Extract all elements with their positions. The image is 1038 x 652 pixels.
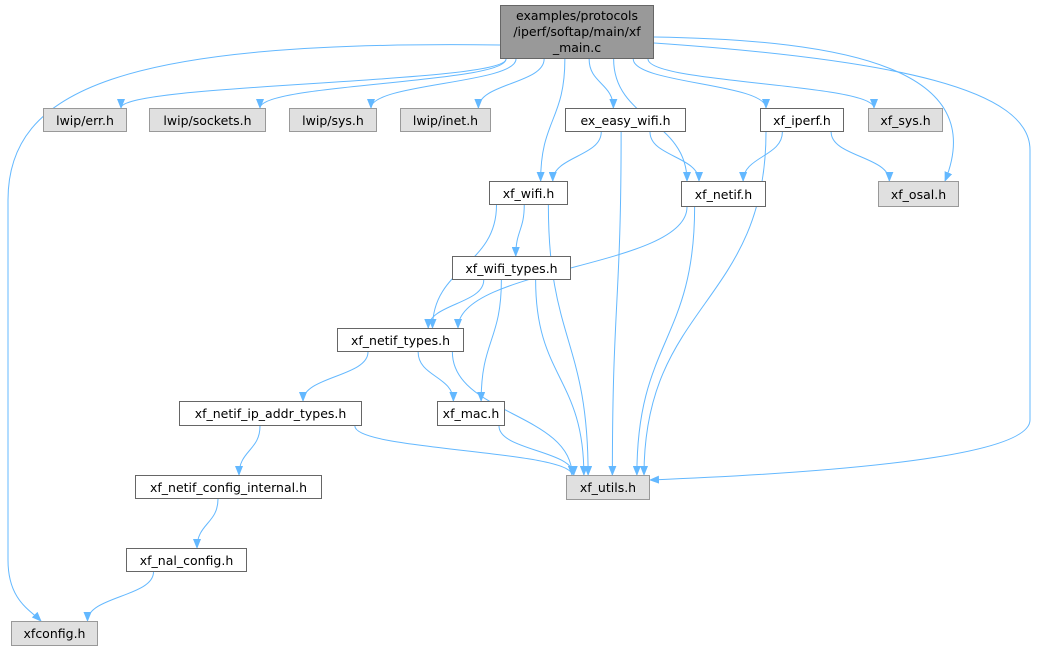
edge-xf-mac-to-xf-utils <box>498 425 578 476</box>
edge-xf-netif-types-to-xf-mac <box>417 351 458 402</box>
edge-xf-netif-to-xf-netif-types <box>454 206 688 329</box>
edge-root-to-xfconfig <box>7 44 501 622</box>
edge-xf-iperf-to-xf-osal <box>830 131 894 182</box>
edge-root-to-xf-osal <box>653 36 954 182</box>
edge-root-to-xf-utils <box>649 42 1031 484</box>
node-lwip-sockets[interactable]: lwip/sockets.h <box>149 108 266 132</box>
root-file-line-3: _main.c <box>552 40 602 55</box>
node-xf-iperf[interactable]: xf_iperf.h <box>760 108 844 132</box>
root-file-line-2: /iperf/softap/main/xf <box>513 24 641 39</box>
node-xf-utils[interactable]: xf_utils.h <box>566 475 650 500</box>
edge-xf-netif-ip-addr-types-to-xf-netif-config-internal <box>235 425 261 476</box>
edge-xf-wifi-types-to-xf-netif-types <box>424 279 485 329</box>
edge-root-to-xf-iperf <box>632 58 770 109</box>
node-xf-netif[interactable]: xf_netif.h <box>681 181 766 207</box>
edge-xf-netif-to-xf-utils <box>632 206 696 476</box>
edge-xf-wifi-to-xf-utils <box>547 204 593 476</box>
node-lwip-sys[interactable]: lwip/sys.h <box>289 108 377 132</box>
node-xf-wifi[interactable]: xf_wifi.h <box>489 181 568 205</box>
node-xf-mac[interactable]: xf_mac.h <box>437 401 505 426</box>
edge-ex-easy-wifi-to-xf-netif <box>649 131 703 182</box>
edge-ex-easy-wifi-to-xf-wifi <box>548 131 602 182</box>
edge-xf-iperf-to-xf-netif <box>739 131 783 182</box>
node-xf-osal[interactable]: xf_osal.h <box>878 181 959 207</box>
node-xf-wifi-types[interactable]: xf_wifi_types.h <box>452 256 571 280</box>
edge-root-to-xf-wifi <box>536 58 566 182</box>
node-ex-easy-wifi[interactable]: ex_easy_wifi.h <box>565 108 686 132</box>
edge-xf-netif-config-internal-to-xf-nal-config <box>193 498 219 549</box>
edge-xf-netif-ip-addr-types-to-xf-utils <box>354 425 576 476</box>
edge-root-to-lwip-inet <box>474 58 545 109</box>
edge-root-to-lwip-sockets <box>256 58 507 109</box>
edge-xf-wifi-types-to-xf-mac <box>477 279 502 402</box>
node-lwip-inet[interactable]: lwip/inet.h <box>400 108 491 132</box>
edge-xf-netif-types-to-xf-utils <box>451 351 576 476</box>
edge-root-to-ex-easy-wifi <box>588 58 618 109</box>
root-file-line-1: examples/protocols <box>515 8 639 23</box>
node-xfconfig[interactable]: xfconfig.h <box>11 621 98 646</box>
node-lwip-err[interactable]: lwip/err.h <box>43 108 127 132</box>
root-file-node[interactable]: examples/protocols /iperf/softap/main/xf… <box>500 5 654 59</box>
edge-root-to-xf-sys <box>647 58 878 109</box>
node-xf-netif-config-internal[interactable]: xf_netif_config_internal.h <box>135 475 322 499</box>
node-xf-nal-config[interactable]: xf_nal_config.h <box>126 548 247 572</box>
node-xf-netif-ip-addr-types[interactable]: xf_netif_ip_addr_types.h <box>179 401 362 426</box>
edge-ex-easy-wifi-to-xf-utils <box>608 131 622 476</box>
edge-root-to-lwip-sys <box>367 58 517 109</box>
edge-xf-wifi-to-xf-wifi-types <box>511 204 525 257</box>
edge-root-to-lwip-err <box>117 58 507 109</box>
node-xf-netif-types[interactable]: xf_netif_types.h <box>337 328 464 352</box>
edge-xf-wifi-types-to-xf-utils <box>535 279 588 476</box>
node-xf-sys[interactable]: xf_sys.h <box>868 108 943 132</box>
edge-xf-nal-config-to-xfconfig <box>83 571 154 622</box>
edge-xf-netif-types-to-xf-netif-ip-addr-types <box>299 351 369 402</box>
